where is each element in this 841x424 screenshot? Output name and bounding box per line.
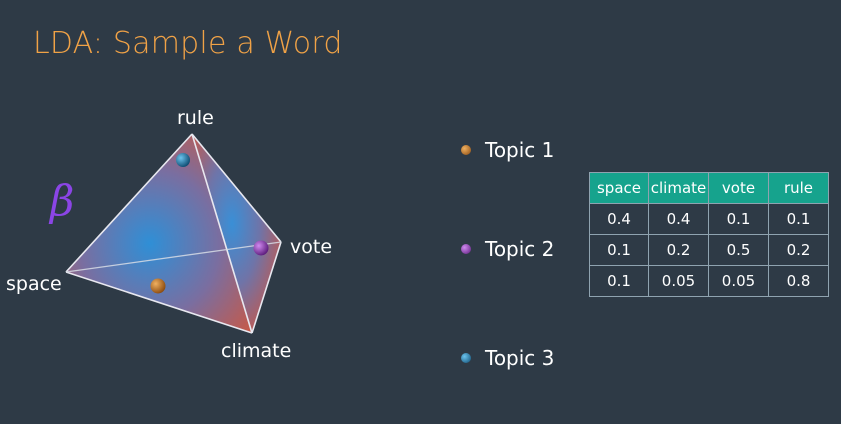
topic-point-orange bbox=[150, 278, 166, 294]
simplex-back-edge bbox=[65, 241, 282, 273]
table-row: 0.4 0.4 0.1 0.1 bbox=[589, 203, 829, 235]
table-header-cell: vote bbox=[708, 172, 769, 204]
table-row: 0.1 0.2 0.5 0.2 bbox=[589, 234, 829, 266]
table-cell: 0.1 bbox=[589, 234, 649, 266]
table-cell: 0.2 bbox=[768, 234, 829, 266]
simplex-face-left bbox=[66, 134, 252, 333]
table-cell: 0.8 bbox=[768, 265, 829, 297]
topic-word-table: space climate vote rule 0.4 0.4 0.1 0.1 … bbox=[589, 172, 829, 297]
vertex-label-rule: rule bbox=[177, 107, 214, 129]
table-cell: 0.1 bbox=[708, 203, 769, 235]
legend-label: Topic 1 bbox=[485, 138, 555, 162]
simplex-edge bbox=[65, 133, 193, 273]
slide-title: LDA: Sample a Word bbox=[33, 26, 343, 61]
table-header-cell: climate bbox=[648, 172, 709, 204]
simplex-face-right bbox=[192, 134, 281, 333]
table-cell: 0.1 bbox=[768, 203, 829, 235]
simplex-edge bbox=[191, 133, 282, 243]
simplex-edge bbox=[65, 271, 253, 334]
table-header-cell: rule bbox=[768, 172, 829, 204]
table-header-row: space climate vote rule bbox=[589, 172, 829, 204]
topic-point-blue bbox=[176, 153, 190, 167]
table-cell: 0.05 bbox=[708, 265, 769, 297]
legend-label: Topic 2 bbox=[485, 237, 555, 261]
simplex-edge bbox=[251, 241, 282, 334]
legend-item-topic-2: Topic 2 bbox=[461, 237, 554, 261]
vertex-label-climate: climate bbox=[221, 340, 292, 362]
legend-label: Topic 3 bbox=[485, 346, 555, 370]
table-cell: 0.4 bbox=[648, 203, 709, 235]
table-cell: 0.4 bbox=[589, 203, 649, 235]
table-cell: 0.2 bbox=[648, 234, 709, 266]
orange-dot-icon bbox=[461, 145, 471, 155]
table-row: 0.1 0.05 0.05 0.8 bbox=[589, 265, 829, 297]
legend-item-topic-1: Topic 1 bbox=[461, 138, 554, 162]
table-cell: 0.1 bbox=[589, 265, 649, 297]
legend-item-topic-3: Topic 3 bbox=[461, 346, 554, 370]
simplex-edge bbox=[191, 133, 253, 334]
table-cell: 0.5 bbox=[708, 234, 769, 266]
table-header-cell: space bbox=[589, 172, 649, 204]
blue-dot-icon bbox=[461, 353, 471, 363]
table-cell: 0.05 bbox=[648, 265, 709, 297]
vertex-label-vote: vote bbox=[290, 236, 333, 258]
beta-symbol: β bbox=[50, 176, 75, 225]
topic-point-purple bbox=[253, 240, 269, 256]
purple-dot-icon bbox=[461, 244, 471, 254]
vertex-label-space: space bbox=[6, 273, 62, 295]
